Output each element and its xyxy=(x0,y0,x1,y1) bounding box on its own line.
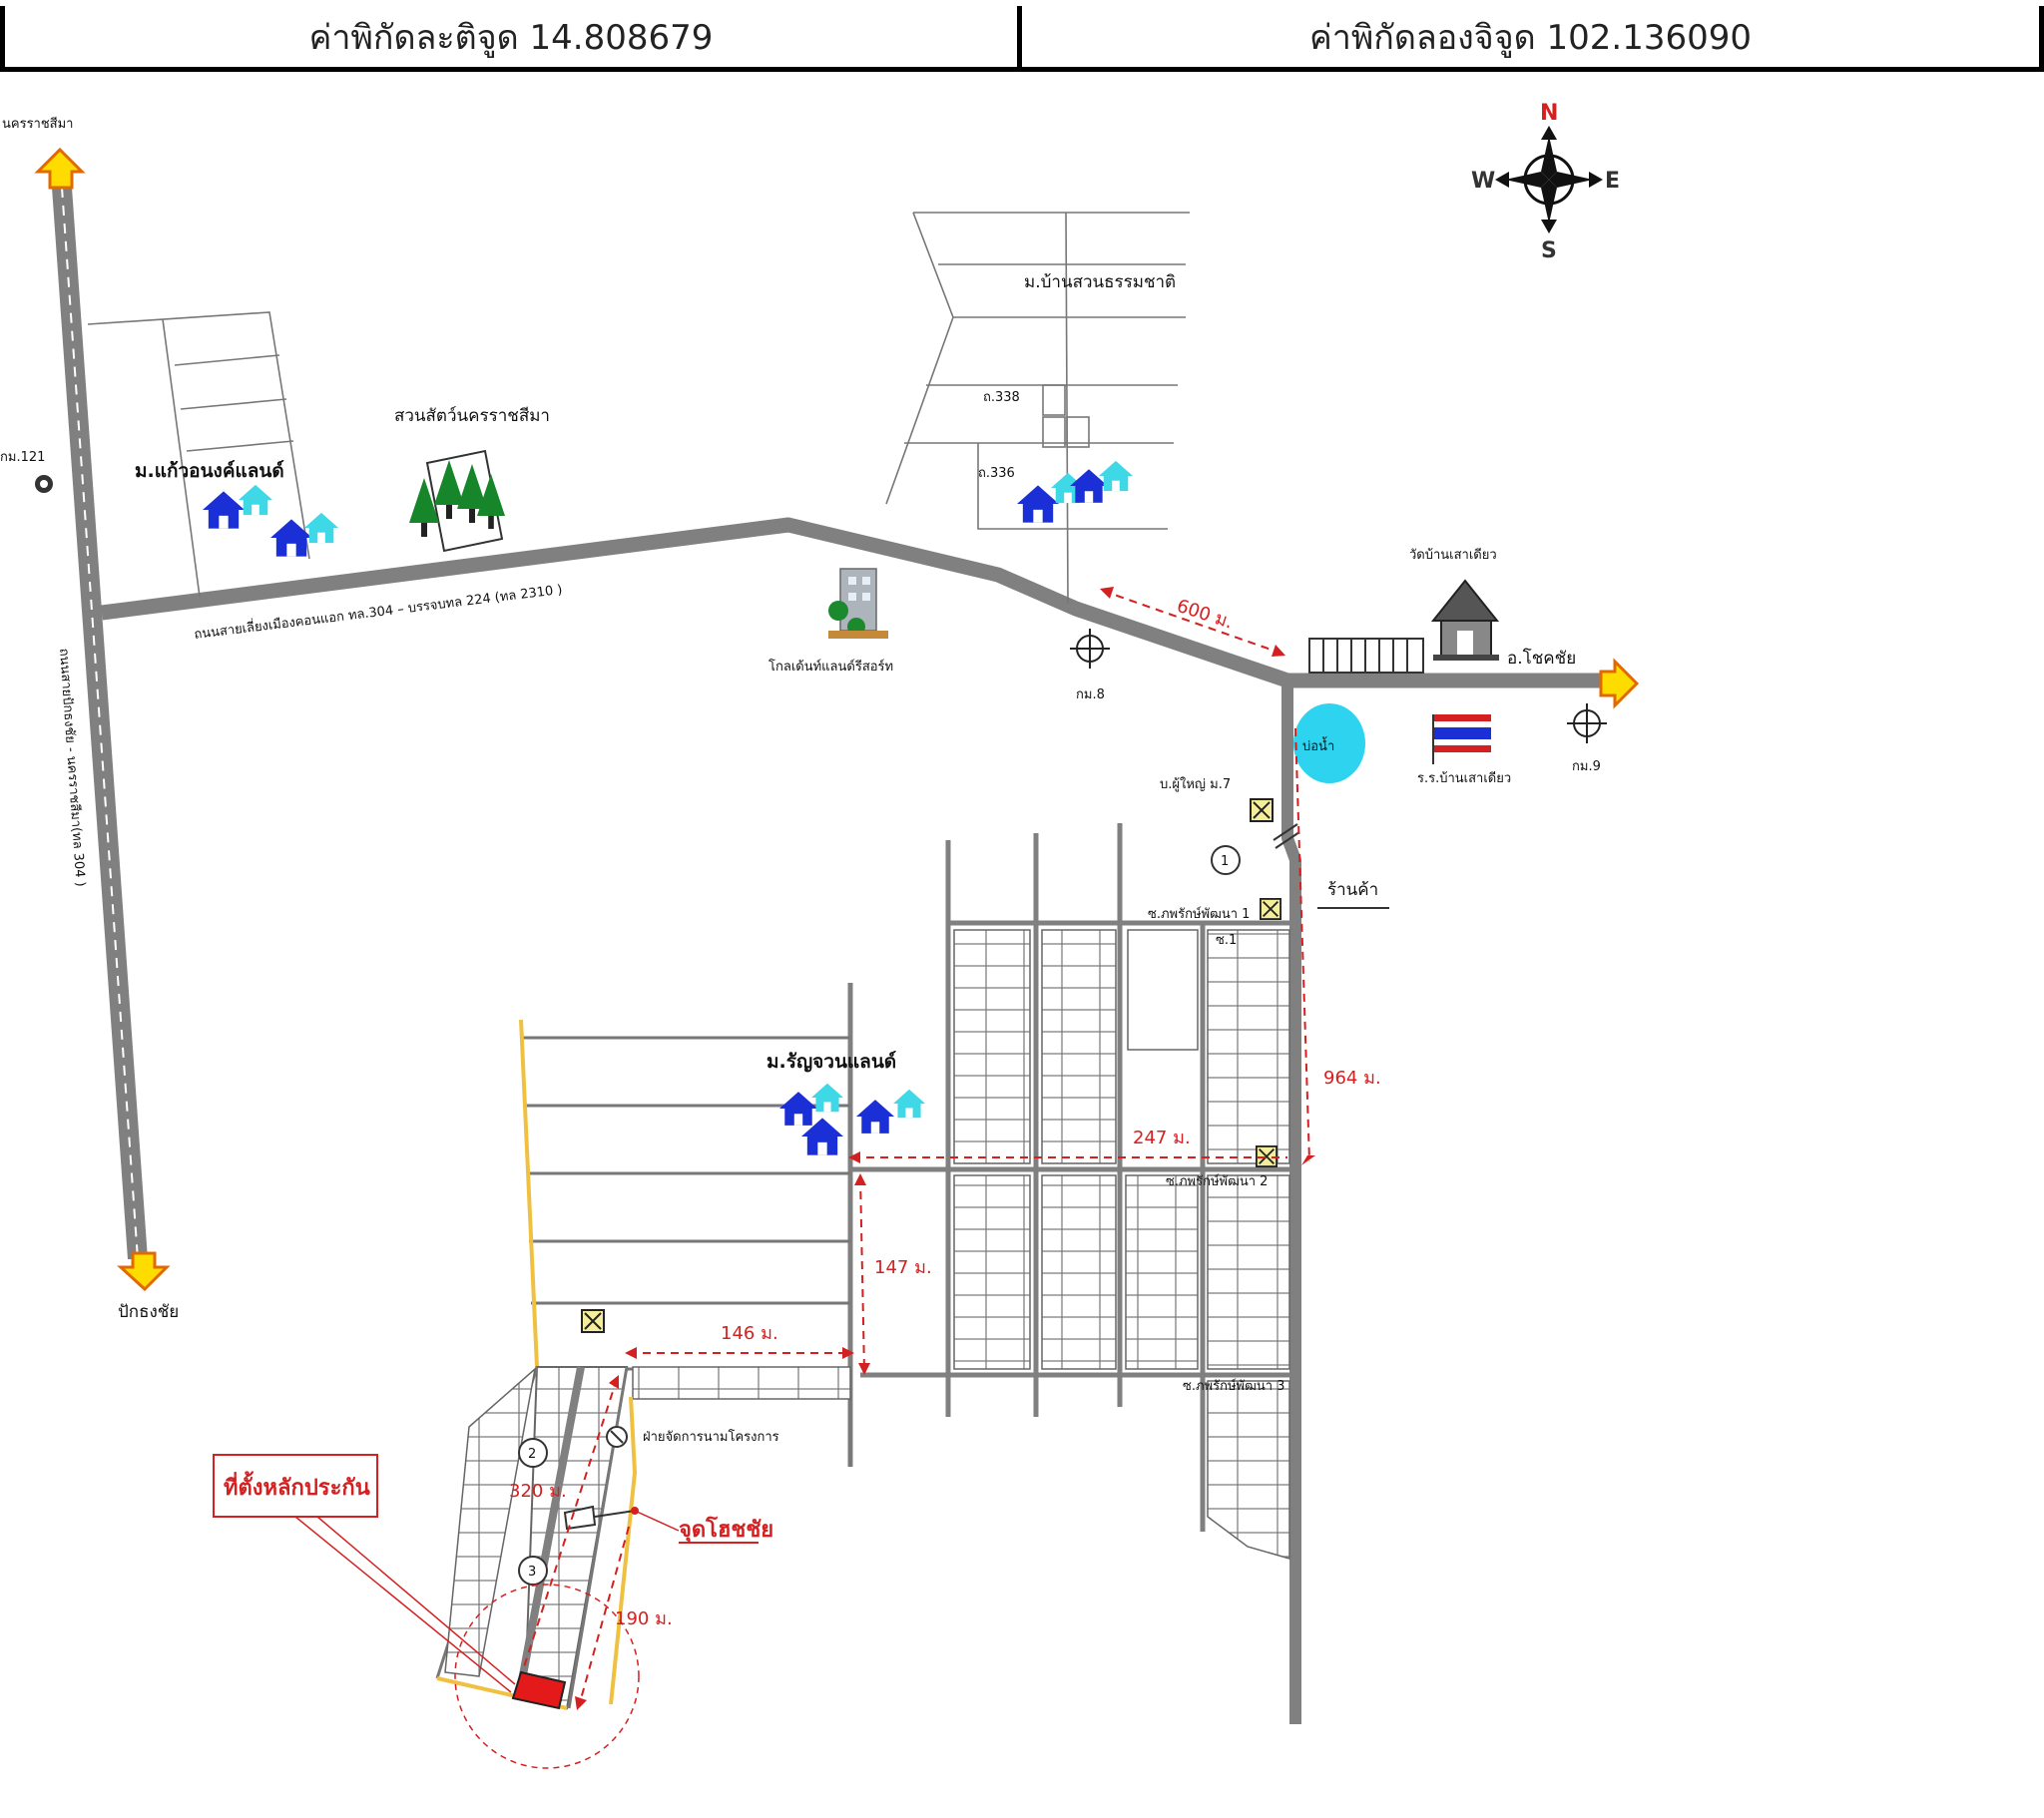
circle-marker-2: 2 xyxy=(518,1438,548,1468)
label-pakthongchai: ปักธงชัย xyxy=(118,1302,179,1322)
distance-964-line xyxy=(1294,727,1315,1165)
kaew-village-plot xyxy=(87,311,310,598)
lot-grid xyxy=(953,929,1290,1560)
svg-text:1: 1 xyxy=(1221,854,1229,869)
checkpoint-leader xyxy=(634,1510,680,1532)
label-soi1: ซ.ภพรักษ์พัฒนา 1 xyxy=(1148,906,1250,922)
sw-subdivision xyxy=(435,1366,851,1710)
house-icon xyxy=(779,1092,817,1126)
label-dist964: 964 ม. xyxy=(1323,1068,1381,1089)
house-icon xyxy=(811,1083,843,1113)
latitude-box: ค่าพิกัดละติจูด 14.808679 xyxy=(0,6,1022,72)
house-icon xyxy=(856,1100,894,1134)
collateral-target xyxy=(454,1584,640,1769)
label-pond: บ่อน้ำ xyxy=(1302,736,1334,754)
label-project-office: ฝ่ายจัดการนามโครงการ xyxy=(643,1429,779,1445)
village-gate-icon xyxy=(581,1309,605,1333)
label-dist146: 146 ม. xyxy=(721,1323,778,1344)
distance-320-line xyxy=(520,1375,619,1677)
label-soi3: ซ.ภพรักษ์พัฒนา 3 xyxy=(1183,1378,1284,1394)
zoo-tree-icon xyxy=(409,449,505,553)
compass-w: W xyxy=(1471,169,1495,194)
house-icon xyxy=(1017,485,1059,523)
project-office-icon xyxy=(606,1426,628,1448)
label-headman: บ.ผู้ใหญ่ ม.7 xyxy=(1160,776,1231,792)
svg-text:3: 3 xyxy=(528,1565,536,1580)
suan-village-plot xyxy=(885,212,1190,605)
label-km9: กม.9 xyxy=(1572,759,1601,774)
label-nakhon-ratchasima: นครราชสีมา xyxy=(2,116,73,132)
road-break-marks xyxy=(1273,823,1300,849)
label-zoo: สวนสัตว์นครราชสีมา xyxy=(394,406,550,426)
compass-s: S xyxy=(1541,238,1557,263)
label-shop: ร้านค้า xyxy=(1327,880,1378,900)
label-suan-village: ม.บ้านสวนธรรมชาติ xyxy=(1024,272,1176,292)
label-collateral: ที่ตั้งหลักประกัน xyxy=(224,1471,370,1501)
main-road xyxy=(101,517,1607,1724)
distance-247-line xyxy=(848,1151,1287,1163)
label-dist600: 600 ม. xyxy=(1174,596,1235,634)
house-icon xyxy=(304,512,338,544)
longitude-box: ค่าพิกัดลองจิจูด 102.136090 xyxy=(1017,6,2044,72)
label-kaew-village: ม.แก้วอนงค์แลนด์ xyxy=(135,460,284,482)
label-dist320: 320 ม. xyxy=(509,1481,567,1502)
checkpoint-marker xyxy=(563,1505,639,1531)
shop-icon xyxy=(1260,898,1281,920)
resort-building-icon xyxy=(828,568,888,639)
label-soi-short: ซ.1 xyxy=(1216,933,1237,948)
label-temple: วัดบ้านเสาเดียว xyxy=(1409,547,1497,563)
yellow-boundary xyxy=(519,1019,539,1368)
label-lane336: ถ.336 xyxy=(978,466,1015,481)
headman-house-icon xyxy=(1250,798,1274,822)
label-golf-resort: โกลเด้นท์แลนด์รีสอร์ท xyxy=(768,659,893,675)
compass-rose-icon xyxy=(1495,126,1603,233)
longitude-text: ค่าพิกัดลองจิจูด 102.136090 xyxy=(1309,17,1752,58)
label-soi2: ซ.ภพรักษ์พัฒนา 2 xyxy=(1166,1173,1268,1189)
temple-icon xyxy=(1430,579,1500,661)
label-checkpoint: จุดโฮชชัย xyxy=(679,1516,773,1544)
distance-600-line xyxy=(1100,587,1285,657)
house-icon xyxy=(893,1089,925,1119)
soi-roads xyxy=(847,823,1295,1532)
compass-e: E xyxy=(1605,169,1620,194)
km9-marker-icon xyxy=(1567,703,1607,743)
label-school: ร.ร.บ้านเสาเดียว xyxy=(1417,770,1511,786)
label-lane338: ถ.338 xyxy=(983,390,1020,405)
label-west-road: ถนนสายปักธงชัย - นครราชสีมา(ทล 304 ) xyxy=(56,648,89,887)
pond-icon xyxy=(1293,703,1365,783)
house-icon xyxy=(1099,460,1133,492)
km8-marker-icon xyxy=(1070,629,1110,669)
label-dist190: 190 ม. xyxy=(615,1608,673,1629)
label-chokchai: อ.โชคชัย xyxy=(1507,648,1576,669)
arrow-east-icon xyxy=(1599,658,1640,709)
distance-146-line xyxy=(625,1347,854,1359)
thai-flag-icon xyxy=(1432,714,1491,764)
svg-text:2: 2 xyxy=(528,1447,536,1462)
compass-n: N xyxy=(1540,101,1558,126)
circle-marker-1: 1 xyxy=(1211,845,1241,875)
label-km8: กม.8 xyxy=(1076,687,1105,702)
latitude-text: ค่าพิกัดละติจูด 14.808679 xyxy=(308,17,714,58)
collateral-callout xyxy=(213,1454,516,1693)
circle-marker-3: 3 xyxy=(518,1556,548,1586)
label-ratchawan: ม.รัญจวนแลนด์ xyxy=(766,1051,896,1073)
house-icon xyxy=(239,484,272,516)
km-marker-icon xyxy=(35,475,53,493)
arrow-north-icon xyxy=(34,147,86,190)
house-icon xyxy=(270,519,312,557)
house-icon xyxy=(203,491,245,529)
distance-147-line xyxy=(854,1173,870,1375)
label-dist147: 147 ม. xyxy=(874,1257,932,1278)
west-highway xyxy=(52,187,148,1260)
label-dist247: 247 ม. xyxy=(1133,1128,1191,1148)
label-km121: กม.121 xyxy=(0,450,45,465)
fence-structure xyxy=(1308,638,1424,674)
distance-190-line xyxy=(575,1526,630,1710)
arrow-south-icon xyxy=(117,1251,171,1292)
